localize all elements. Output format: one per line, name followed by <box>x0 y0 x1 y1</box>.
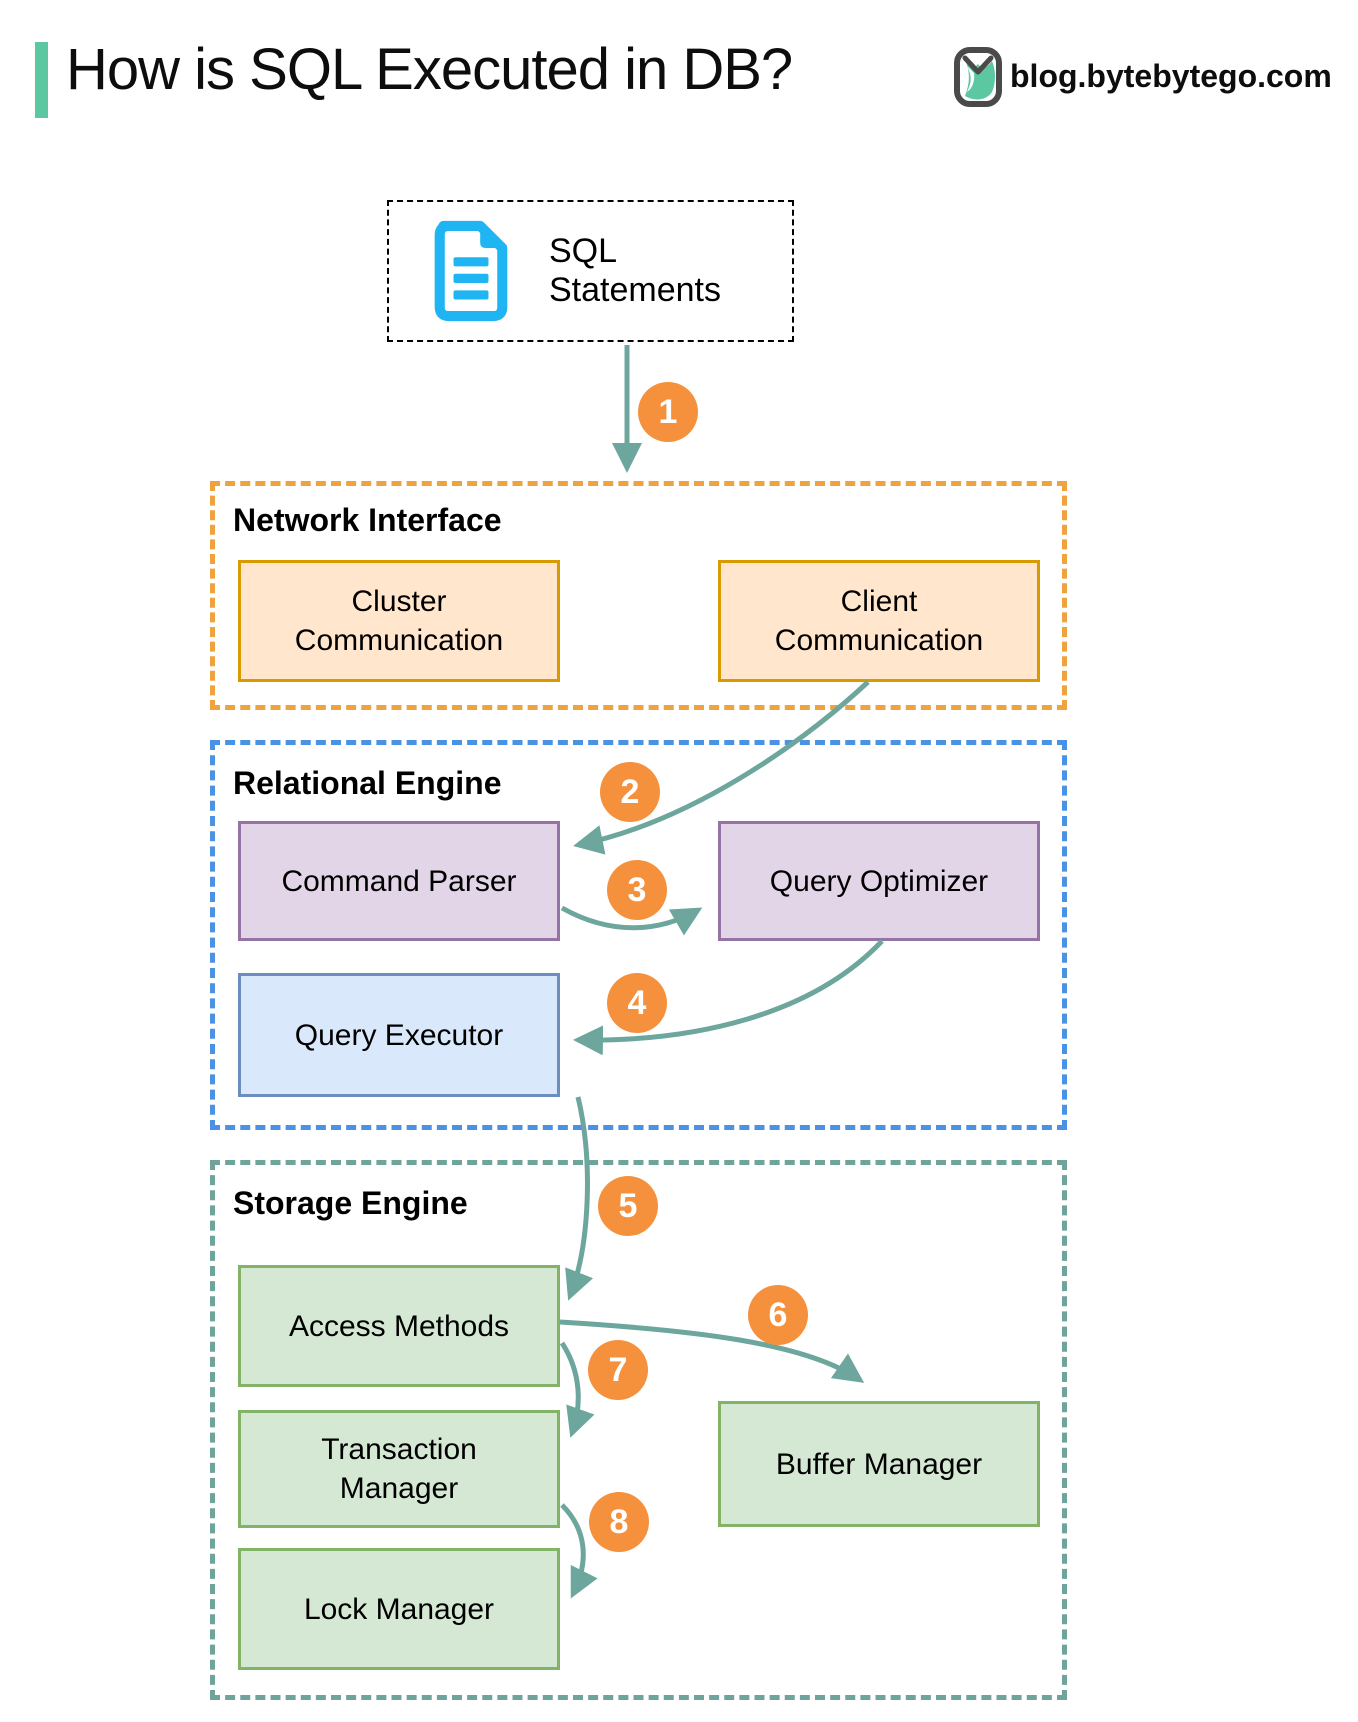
node-label: Lock Manager <box>303 1592 495 1626</box>
step-badge-3: 3 <box>607 860 667 920</box>
node-command-parser: Command Parser <box>238 821 560 941</box>
node-client-communication: Client Communication <box>718 560 1040 682</box>
node-label: Transaction Manager <box>321 1433 477 1505</box>
storage-engine-container: Storage Engine <box>210 1160 1067 1700</box>
network-interface-label: Network Interface <box>233 502 502 538</box>
node-cluster-communication: Cluster Communication <box>238 560 560 682</box>
step-badge-8: 8 <box>589 1492 649 1552</box>
node-query-executor: Query Executor <box>238 973 560 1097</box>
step-badge-1: 1 <box>638 382 698 442</box>
node-lock-manager: Lock Manager <box>238 1548 560 1670</box>
step-badge-4: 4 <box>607 973 667 1033</box>
node-access-methods: Access Methods <box>238 1265 560 1387</box>
sql-statements-box: SQL Statements <box>387 200 794 342</box>
relational-engine-label: Relational Engine <box>233 765 502 801</box>
node-transaction-manager: Transaction Manager <box>238 1410 560 1528</box>
node-buffer-manager: Buffer Manager <box>718 1401 1040 1527</box>
storage-engine-label: Storage Engine <box>233 1185 468 1221</box>
step-badge-6: 6 <box>748 1285 808 1345</box>
document-icon <box>434 220 508 322</box>
node-label: Access Methods <box>288 1309 510 1343</box>
step-badge-2: 2 <box>600 762 660 822</box>
node-label: Query Optimizer <box>769 864 989 898</box>
node-query-optimizer: Query Optimizer <box>718 821 1040 941</box>
node-label: Query Executor <box>294 1018 504 1052</box>
step-badge-5: 5 <box>598 1176 658 1236</box>
page-title: How is SQL Executed in DB? <box>66 37 793 102</box>
node-label: Cluster Communication <box>294 585 504 657</box>
sql-statements-label: SQL Statements <box>549 232 721 309</box>
node-label: Buffer Manager <box>775 1447 983 1481</box>
bytebytego-logo-icon <box>954 47 1002 107</box>
step-badge-7: 7 <box>588 1340 648 1400</box>
node-label: Client Communication <box>774 585 984 657</box>
site-domain: blog.bytebytego.com <box>1010 58 1332 94</box>
node-label: Command Parser <box>281 864 517 898</box>
header-accent-bar <box>35 42 48 118</box>
